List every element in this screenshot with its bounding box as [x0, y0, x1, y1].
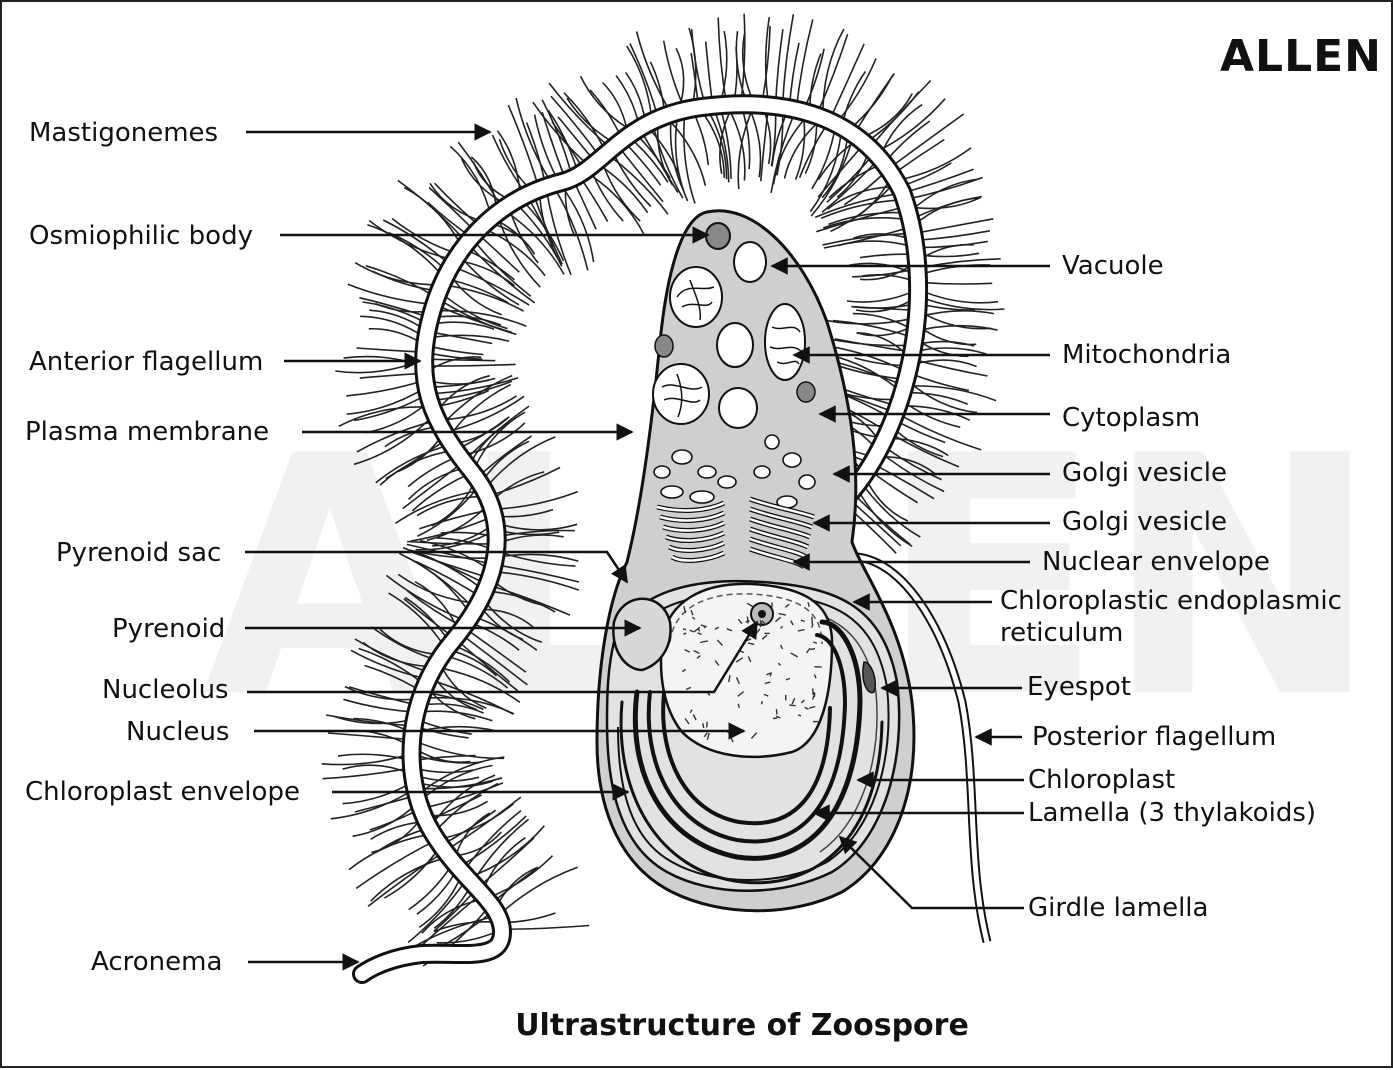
- label-lamella: Lamella (3 thylakoids): [1028, 798, 1316, 828]
- label-nucleolus: Nucleolus: [102, 675, 229, 705]
- label-girdle-lamella: Girdle lamella: [1028, 893, 1208, 923]
- allen-logo: ALLEN: [1220, 31, 1382, 82]
- label-eyespot: Eyespot: [1027, 672, 1131, 702]
- label-anterior-flagellum: Anterior flagellum: [29, 347, 263, 377]
- diagram-title: Ultrastructure of Zoospore: [515, 1008, 969, 1043]
- label-chloroplast-envelope: Chloroplast envelope: [25, 777, 300, 807]
- label-osmiophilic-body: Osmiophilic body: [29, 221, 253, 251]
- label-golgi-vesicle-1: Golgi vesicle: [1062, 458, 1227, 488]
- label-nuclear-envelope: Nuclear envelope: [1042, 547, 1270, 577]
- label-golgi-vesicle-2: Golgi vesicle: [1062, 507, 1227, 537]
- label-acronema: Acronema: [91, 947, 222, 977]
- osmiophilic-body: [706, 223, 730, 249]
- label-cytoplasm: Cytoplasm: [1062, 403, 1200, 433]
- label-mitochondria: Mitochondria: [1062, 340, 1231, 370]
- label-chloroplast: Chloroplast: [1028, 765, 1175, 795]
- label-pyrenoid-sac: Pyrenoid sac: [56, 538, 221, 568]
- label-chloroplastic-er-2: reticulum: [1000, 618, 1123, 648]
- label-mastigonemes: Mastigonemes: [29, 118, 218, 148]
- label-posterior-flagellum: Posterior flagellum: [1032, 722, 1276, 752]
- label-vacuole: Vacuole: [1062, 251, 1164, 281]
- label-plasma-membrane: Plasma membrane: [25, 417, 269, 447]
- label-nucleus: Nucleus: [126, 717, 229, 747]
- label-chloroplastic-er-1: Chloroplastic endoplasmic: [1000, 586, 1342, 616]
- label-pyrenoid: Pyrenoid: [112, 614, 225, 644]
